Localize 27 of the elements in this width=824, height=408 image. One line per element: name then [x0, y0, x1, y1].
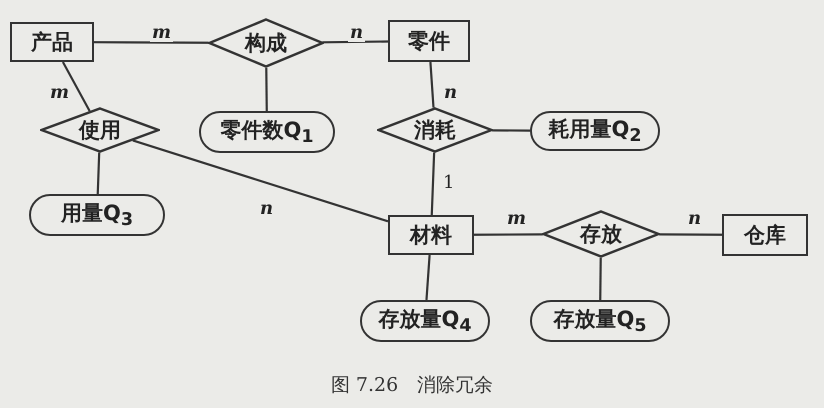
attribute-box: 存放量Q$_{4}$ [360, 300, 490, 342]
connector-line [659, 233, 722, 236]
connector-line [425, 254, 431, 300]
attribute-box: 零件数Q$_{1}$ [199, 111, 335, 153]
connector-line [492, 129, 530, 132]
attribute-box: 用量Q$_{3}$ [29, 194, 165, 236]
connector-line [96, 152, 100, 194]
relationship-diamond: 存放 [542, 210, 660, 258]
relationship-diamond: 构成 [208, 18, 324, 68]
entity-box: 材料 [388, 215, 474, 255]
connector-line [265, 68, 268, 112]
connector-line [94, 41, 209, 44]
entity-box: 产品 [10, 22, 94, 62]
connector-line [322, 40, 388, 44]
attribute-box: 耗用量Q$_{2}$ [530, 111, 660, 151]
connector-line [132, 139, 388, 222]
connector-line [599, 258, 602, 300]
relationship-diamond: 消耗 [377, 107, 493, 153]
entity-box: 仓库 [722, 214, 808, 256]
relationship-diamond: 使用 [40, 107, 160, 153]
caption: 图 7.26 消除冗余 [330, 373, 494, 398]
connector-line [430, 152, 436, 216]
entity-box: 零件 [388, 20, 470, 62]
connector-line [62, 61, 91, 112]
attribute-box: 存放量Q$_{5}$ [530, 300, 670, 342]
connector-line [429, 62, 435, 108]
connector-line [474, 233, 543, 236]
